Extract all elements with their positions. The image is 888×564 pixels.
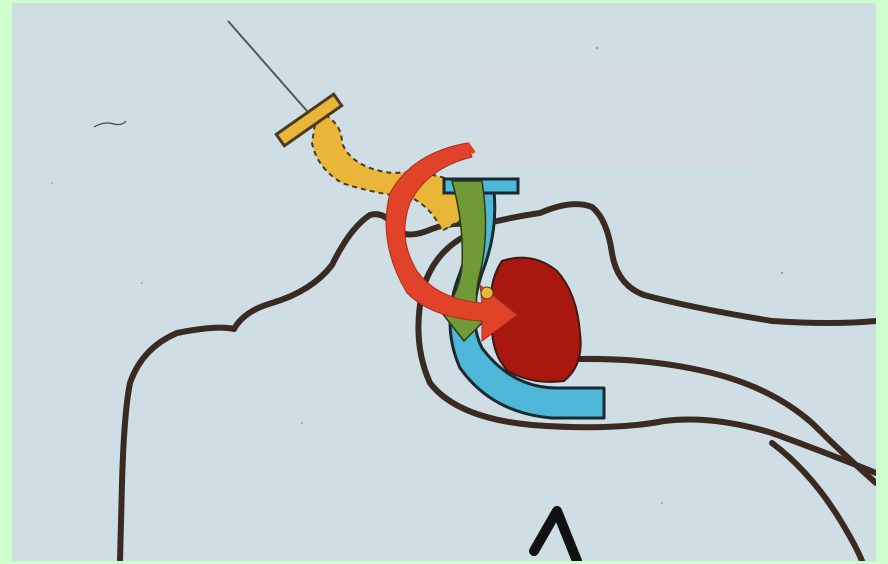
diagram-slide <box>12 3 876 561</box>
blank-label-panel <box>482 68 752 168</box>
stray-mark <box>94 121 126 127</box>
needle-line <box>228 21 314 119</box>
marker-dot <box>481 287 493 299</box>
black-chevron-arrow-icon <box>534 511 577 561</box>
